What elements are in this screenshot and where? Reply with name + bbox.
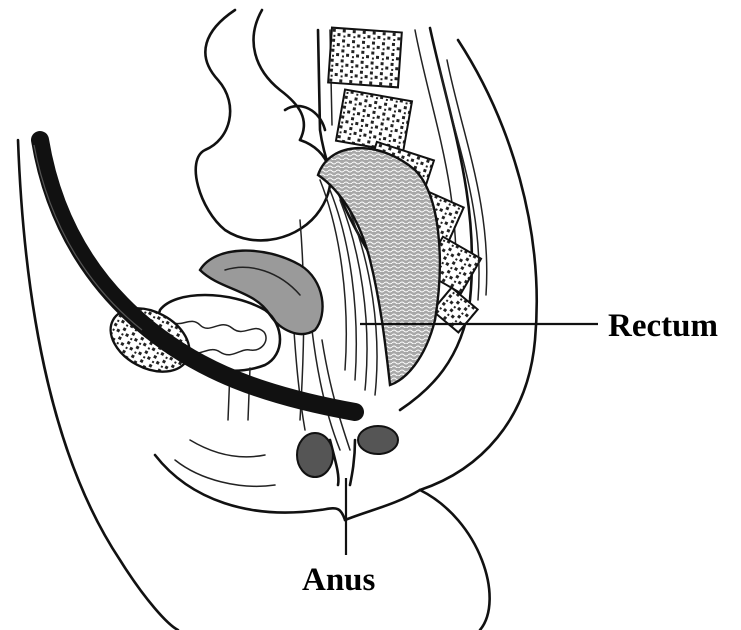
sphincter-right <box>358 426 398 454</box>
body-front-contour <box>18 140 178 630</box>
buttock-contour <box>420 490 490 630</box>
sphincter-left <box>297 433 333 477</box>
uterus <box>200 251 323 334</box>
anus-label: Anus <box>302 562 375 599</box>
sigmoid-colon <box>196 10 331 240</box>
rectum-label: Rectum <box>608 308 718 345</box>
thigh-contour <box>345 490 420 520</box>
rectum-wall <box>318 148 440 385</box>
anal-canal <box>330 440 355 485</box>
labia-lines <box>175 440 275 486</box>
